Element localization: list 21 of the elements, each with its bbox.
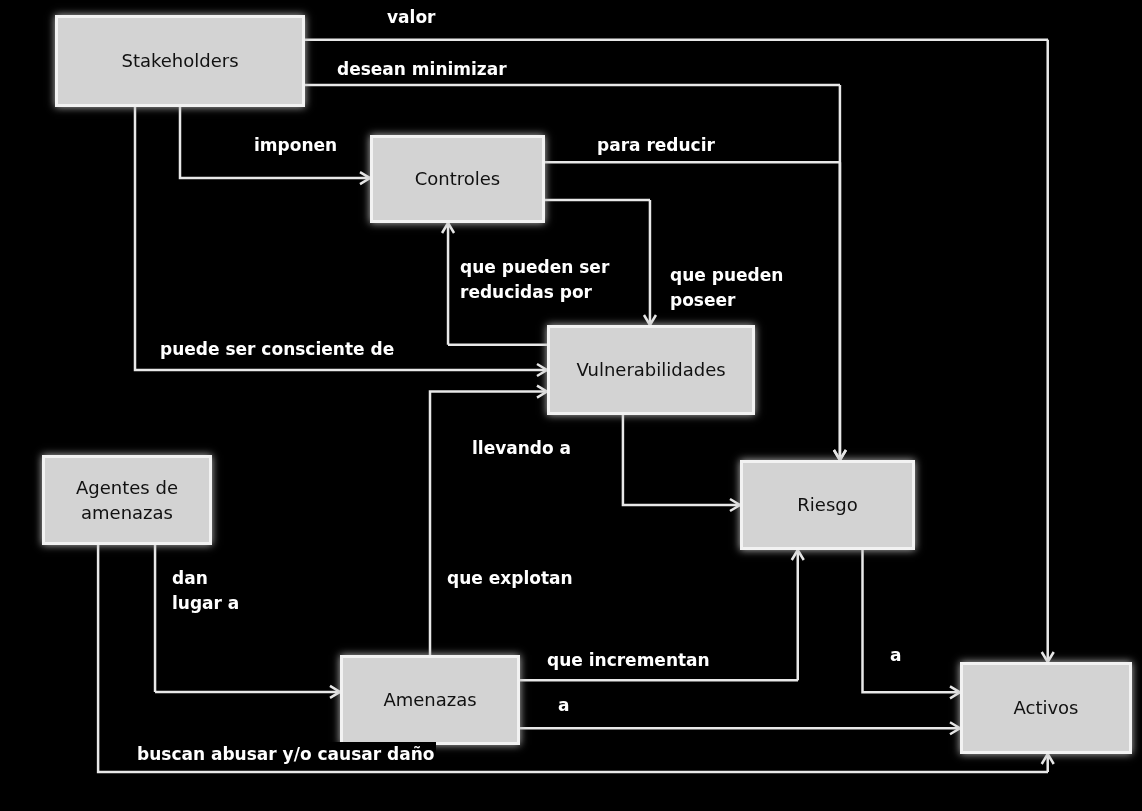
arrow: [96, 545, 1055, 774]
arrow: [133, 107, 549, 378]
concept-box: Amenazas: [340, 655, 520, 745]
arrow: [545, 161, 848, 462]
concept-box: Stakeholders: [55, 15, 305, 107]
arrow: [520, 548, 805, 682]
arrow: [518, 721, 962, 736]
concept-box: Vulnerabilidades: [547, 325, 755, 415]
concept-box: Agentes de amenazas: [42, 455, 212, 545]
arrow: [621, 415, 742, 513]
concept-box: Activos: [960, 662, 1132, 754]
arrow: [545, 198, 658, 327]
concept-box: Controles: [370, 135, 545, 223]
arrow: [305, 38, 1055, 664]
arrow: [153, 545, 342, 700]
arrow: [861, 550, 962, 700]
arrow: [178, 107, 372, 186]
edge-label: buscan abusar y/o causar daño: [135, 742, 437, 767]
arrow: [428, 384, 549, 655]
arrow: [440, 221, 547, 347]
concept-box: Riesgo: [740, 460, 915, 550]
